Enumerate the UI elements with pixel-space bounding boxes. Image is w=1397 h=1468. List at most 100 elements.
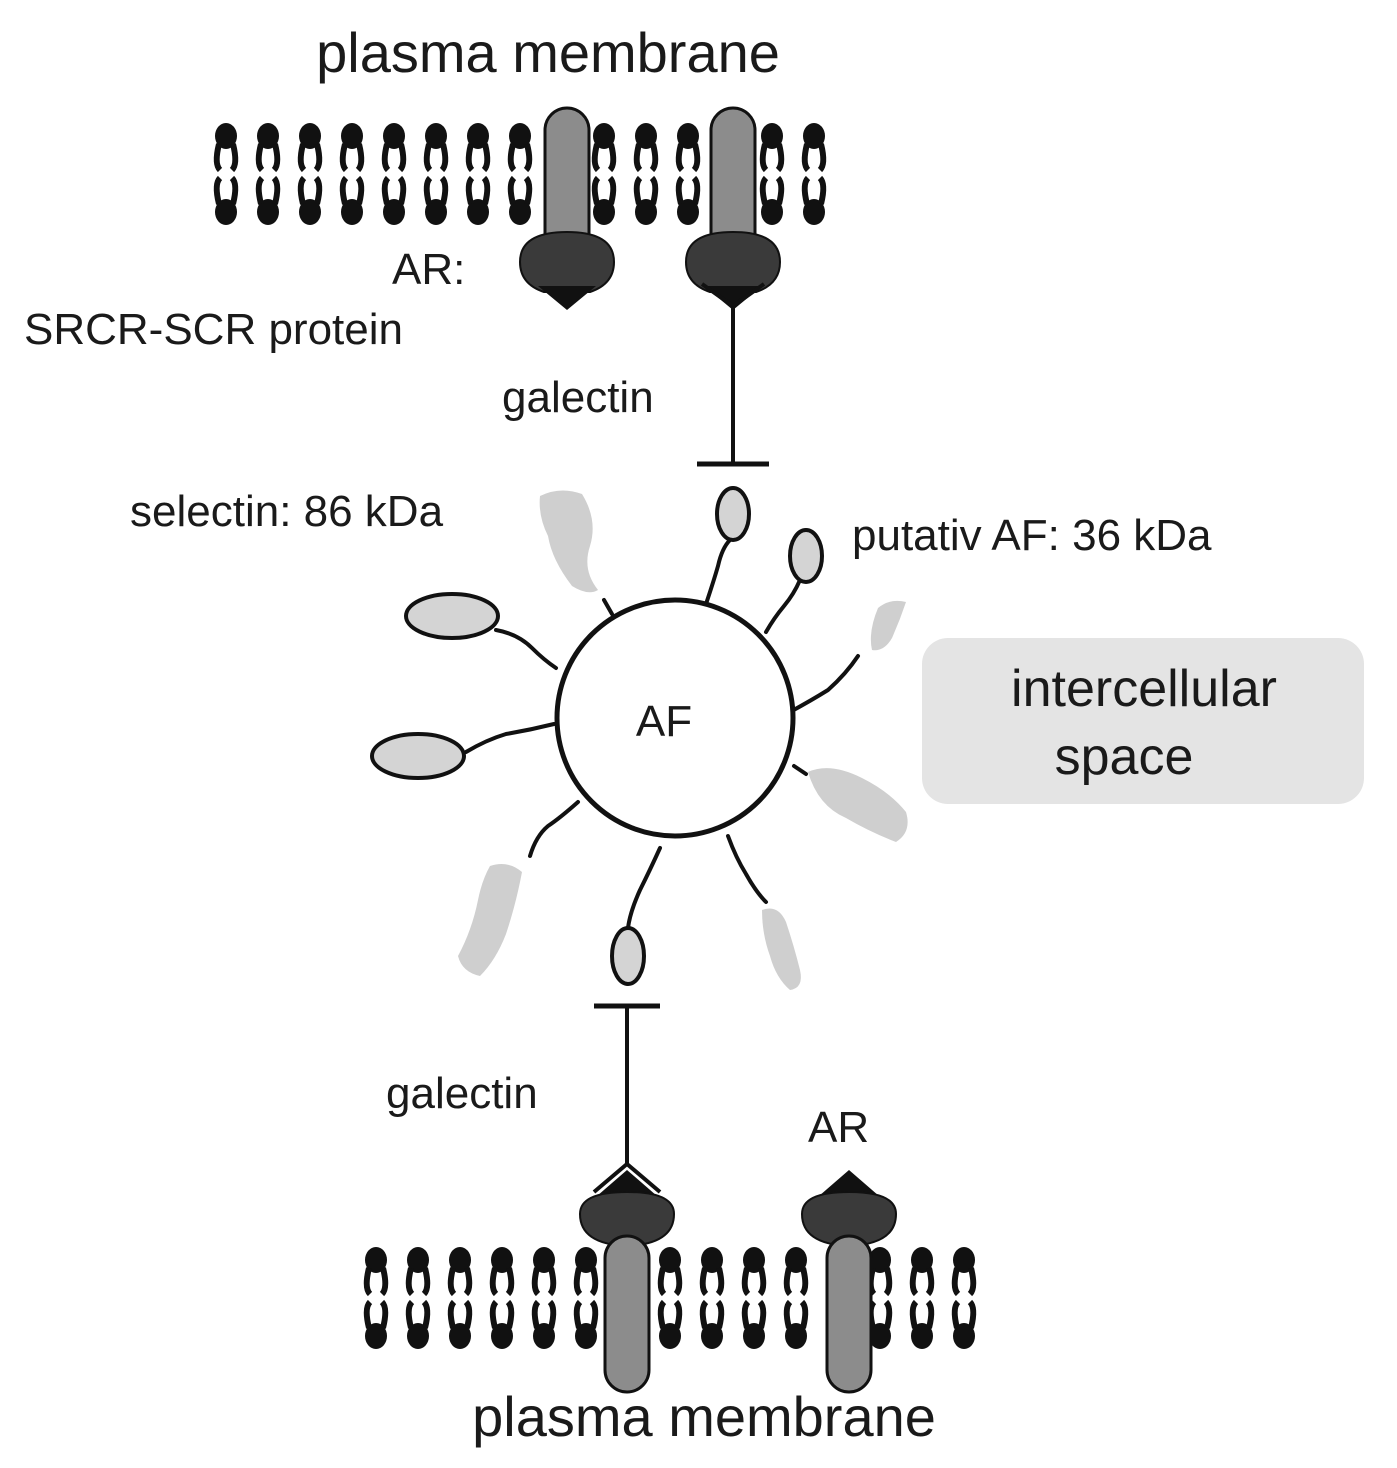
lipid-tail: [909, 1299, 935, 1329]
lipid-head: [593, 199, 615, 225]
lipid-head: [911, 1247, 933, 1273]
lipid-head: [701, 1247, 723, 1273]
bottom-galectin-label: galectin: [386, 1069, 538, 1118]
bottom-galectin-link: [592, 1003, 662, 1194]
lipid-tail: [909, 1267, 935, 1297]
lipid-tail: [423, 143, 449, 173]
glycan-ovals: [370, 486, 824, 986]
lipid-tail: [801, 143, 827, 173]
lipid-head: [785, 1247, 807, 1273]
lipid-tail: [213, 143, 239, 173]
bottom-receptor-left: [578, 1170, 676, 1394]
lipid-tail: [741, 1299, 767, 1329]
lipid-head: [509, 199, 531, 225]
lipid-tail: [507, 175, 533, 205]
top-ar-label: AR:: [392, 245, 465, 294]
lipid-head: [341, 123, 363, 149]
lipid-head: [509, 123, 531, 149]
lipid-head: [299, 199, 321, 225]
lipid-head: [407, 1247, 429, 1273]
lipid-tail: [741, 1267, 767, 1297]
top-galectin-link: [697, 282, 769, 467]
lipid-head: [383, 199, 405, 225]
lipid-head: [257, 199, 279, 225]
lipid-head: [257, 123, 279, 149]
lipid-head: [449, 1247, 471, 1273]
lipid-head: [869, 1323, 891, 1349]
lipid-head: [575, 1247, 597, 1273]
lipid-tail: [531, 1267, 557, 1297]
lipid-head: [407, 1323, 429, 1349]
lipid-head: [677, 123, 699, 149]
lipid-head: [425, 123, 447, 149]
lipid-tail: [801, 175, 827, 205]
top-membrane-label: plasma membrane: [316, 21, 780, 84]
lipid-tail: [297, 175, 323, 205]
lipid-head: [743, 1247, 765, 1273]
lipid-tail: [423, 175, 449, 205]
lipid-tail: [255, 175, 281, 205]
lipid-head: [575, 1323, 597, 1349]
lipid-head: [635, 123, 657, 149]
lipid-tail: [465, 143, 491, 173]
lipid-tail: [591, 175, 617, 205]
lipid-head: [953, 1323, 975, 1349]
lipid-tail: [405, 1267, 431, 1297]
lipid-head: [635, 199, 657, 225]
lipid-head: [365, 1323, 387, 1349]
af-core-label: AF: [636, 697, 692, 746]
lipid-head: [743, 1323, 765, 1349]
bottom-membrane-label: plasma membrane: [472, 1385, 936, 1448]
lipid-head: [533, 1323, 555, 1349]
lipid-tail: [507, 143, 533, 173]
lipid-head: [659, 1323, 681, 1349]
lipid-head: [701, 1323, 723, 1349]
lipid-head: [491, 1323, 513, 1349]
putative-af-label: putativ AF: 36 kDa: [852, 511, 1212, 560]
lipid-tail: [447, 1267, 473, 1297]
lipid-tail: [489, 1299, 515, 1329]
lipid-tail: [573, 1267, 599, 1297]
lipid-head: [215, 199, 237, 225]
lipid-head: [449, 1323, 471, 1349]
top-galectin-label: galectin: [502, 373, 654, 422]
lipid-head: [785, 1323, 807, 1349]
lipid-tail: [657, 1299, 683, 1329]
lipid-tail: [633, 175, 659, 205]
lipid-tail: [213, 175, 239, 205]
lipid-head: [341, 199, 363, 225]
lipid-tail: [783, 1299, 809, 1329]
lipid-head: [425, 199, 447, 225]
lipid-tail: [363, 1299, 389, 1329]
af-tethers: [464, 538, 860, 930]
lipid-head: [491, 1247, 513, 1273]
lipid-tail: [591, 143, 617, 173]
lipid-tail: [447, 1299, 473, 1329]
lipid-tail: [657, 1267, 683, 1297]
lipid-head: [533, 1247, 555, 1273]
lipid-head: [869, 1247, 891, 1273]
bottom-lipid-bilayer: [363, 1247, 977, 1349]
af-core-circle: [554, 597, 796, 839]
lipid-head: [803, 123, 825, 149]
lipid-tail: [465, 175, 491, 205]
lipid-tail: [405, 1299, 431, 1329]
lipid-tail: [699, 1267, 725, 1297]
top-receptor-left: [518, 106, 616, 310]
selectin-label: selectin: 86 kDa: [130, 487, 444, 536]
lipid-head: [215, 123, 237, 149]
lipid-tail: [699, 1299, 725, 1329]
lipid-head: [467, 123, 489, 149]
top-ar-protein-label: SRCR-SCR protein: [24, 305, 403, 354]
lipid-tail: [759, 143, 785, 173]
bottom-receptor-right: [800, 1170, 898, 1394]
lipid-tail: [255, 143, 281, 173]
lipid-tail: [675, 143, 701, 173]
lipid-tail: [381, 143, 407, 173]
lipid-head: [593, 123, 615, 149]
lipid-head: [761, 123, 783, 149]
bottom-ar-label: AR: [808, 1103, 869, 1152]
lipid-tail: [759, 175, 785, 205]
lipid-tail: [633, 143, 659, 173]
top-receptor-right: [684, 106, 782, 310]
